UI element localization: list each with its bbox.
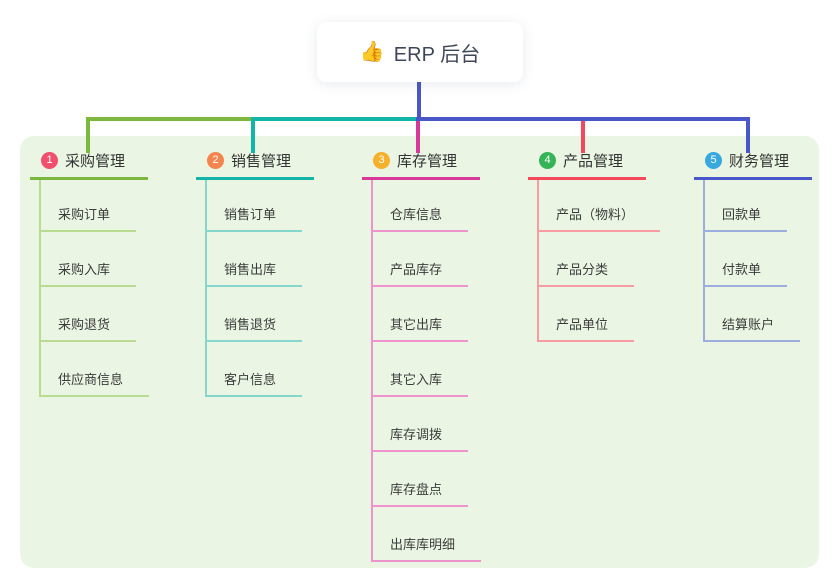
branch-3-child-node[interactable]: 仓库信息	[371, 206, 469, 232]
branch-2-header[interactable]: 2 销售管理	[196, 150, 314, 180]
branch-3-drop-line	[416, 117, 420, 153]
branch-5-child-node[interactable]: 付款单	[703, 261, 788, 287]
branch-4-header[interactable]: 4 产品管理	[528, 150, 646, 180]
branch-2-number-badge: 2	[207, 151, 224, 169]
branch-2-label: 销售管理	[231, 152, 292, 170]
branch-1-label: 采购管理	[65, 152, 126, 170]
branch-1-child-node[interactable]: 采购退货	[39, 316, 137, 342]
branch-5-drop-line	[746, 117, 750, 153]
branch-5-child-node[interactable]: 回款单	[703, 206, 788, 232]
branch-4-child-node[interactable]: 产品（物料）	[537, 206, 661, 232]
branch-4-drop-line	[581, 117, 585, 153]
branch-4-rail-line	[537, 179, 539, 342]
branch-4-child-node[interactable]: 产品单位	[537, 316, 635, 342]
branch-2-rail-line	[205, 179, 207, 397]
branch-3-child-node[interactable]: 产品库存	[371, 261, 469, 287]
branch-4-label: 产品管理	[563, 152, 624, 170]
branch-5-child-node[interactable]: 结算账户	[703, 316, 801, 342]
branch-2-child-node[interactable]: 客户信息	[205, 371, 303, 397]
branch-5-label: 财务管理	[729, 152, 790, 170]
branch-1-header[interactable]: 1 采购管理	[30, 150, 148, 180]
branch-3-child-node[interactable]: 出库库明细	[371, 536, 482, 562]
branch-2-child-node[interactable]: 销售订单	[205, 206, 303, 232]
branch-1-rail-line	[39, 179, 41, 397]
branch-5-rail-line	[703, 179, 705, 342]
branch-5-header[interactable]: 5 财务管理	[694, 150, 812, 180]
branch-2-child-node[interactable]: 销售出库	[205, 261, 303, 287]
bus-segment	[251, 117, 420, 121]
branch-3-header[interactable]: 3 库存管理	[362, 150, 480, 180]
branch-4-number-badge: 4	[539, 151, 556, 169]
branch-4-child-node[interactable]: 产品分类	[537, 261, 635, 287]
branch-1-child-node[interactable]: 采购订单	[39, 206, 137, 232]
branch-1-drop-line	[86, 117, 90, 153]
branch-3-child-node[interactable]: 库存盘点	[371, 481, 469, 507]
branch-3-child-node[interactable]: 库存调拨	[371, 426, 469, 452]
branch-3-number-badge: 3	[373, 151, 390, 169]
branch-1-child-node[interactable]: 供应商信息	[39, 371, 150, 397]
branch-2-child-node[interactable]: 销售退货	[205, 316, 303, 342]
branch-2-drop-line	[251, 117, 255, 153]
branch-3-rail-line	[371, 179, 373, 562]
bus-segment	[416, 117, 750, 121]
root-node[interactable]: 👍 ERP 后台	[317, 22, 523, 82]
mindmap-panel	[20, 136, 819, 568]
root-label: ERP 后台	[393, 43, 481, 66]
bus-segment	[86, 117, 255, 121]
branch-5-number-badge: 5	[705, 151, 722, 169]
branch-3-child-node[interactable]: 其它入库	[371, 371, 469, 397]
branch-1-child-node[interactable]: 采购入库	[39, 261, 137, 287]
branch-3-label: 库存管理	[397, 152, 458, 170]
branch-1-number-badge: 1	[41, 151, 58, 169]
branch-3-child-node[interactable]: 其它出库	[371, 316, 469, 342]
root-connector-line	[417, 82, 421, 121]
thumbs-up-icon: 👍	[359, 41, 385, 63]
